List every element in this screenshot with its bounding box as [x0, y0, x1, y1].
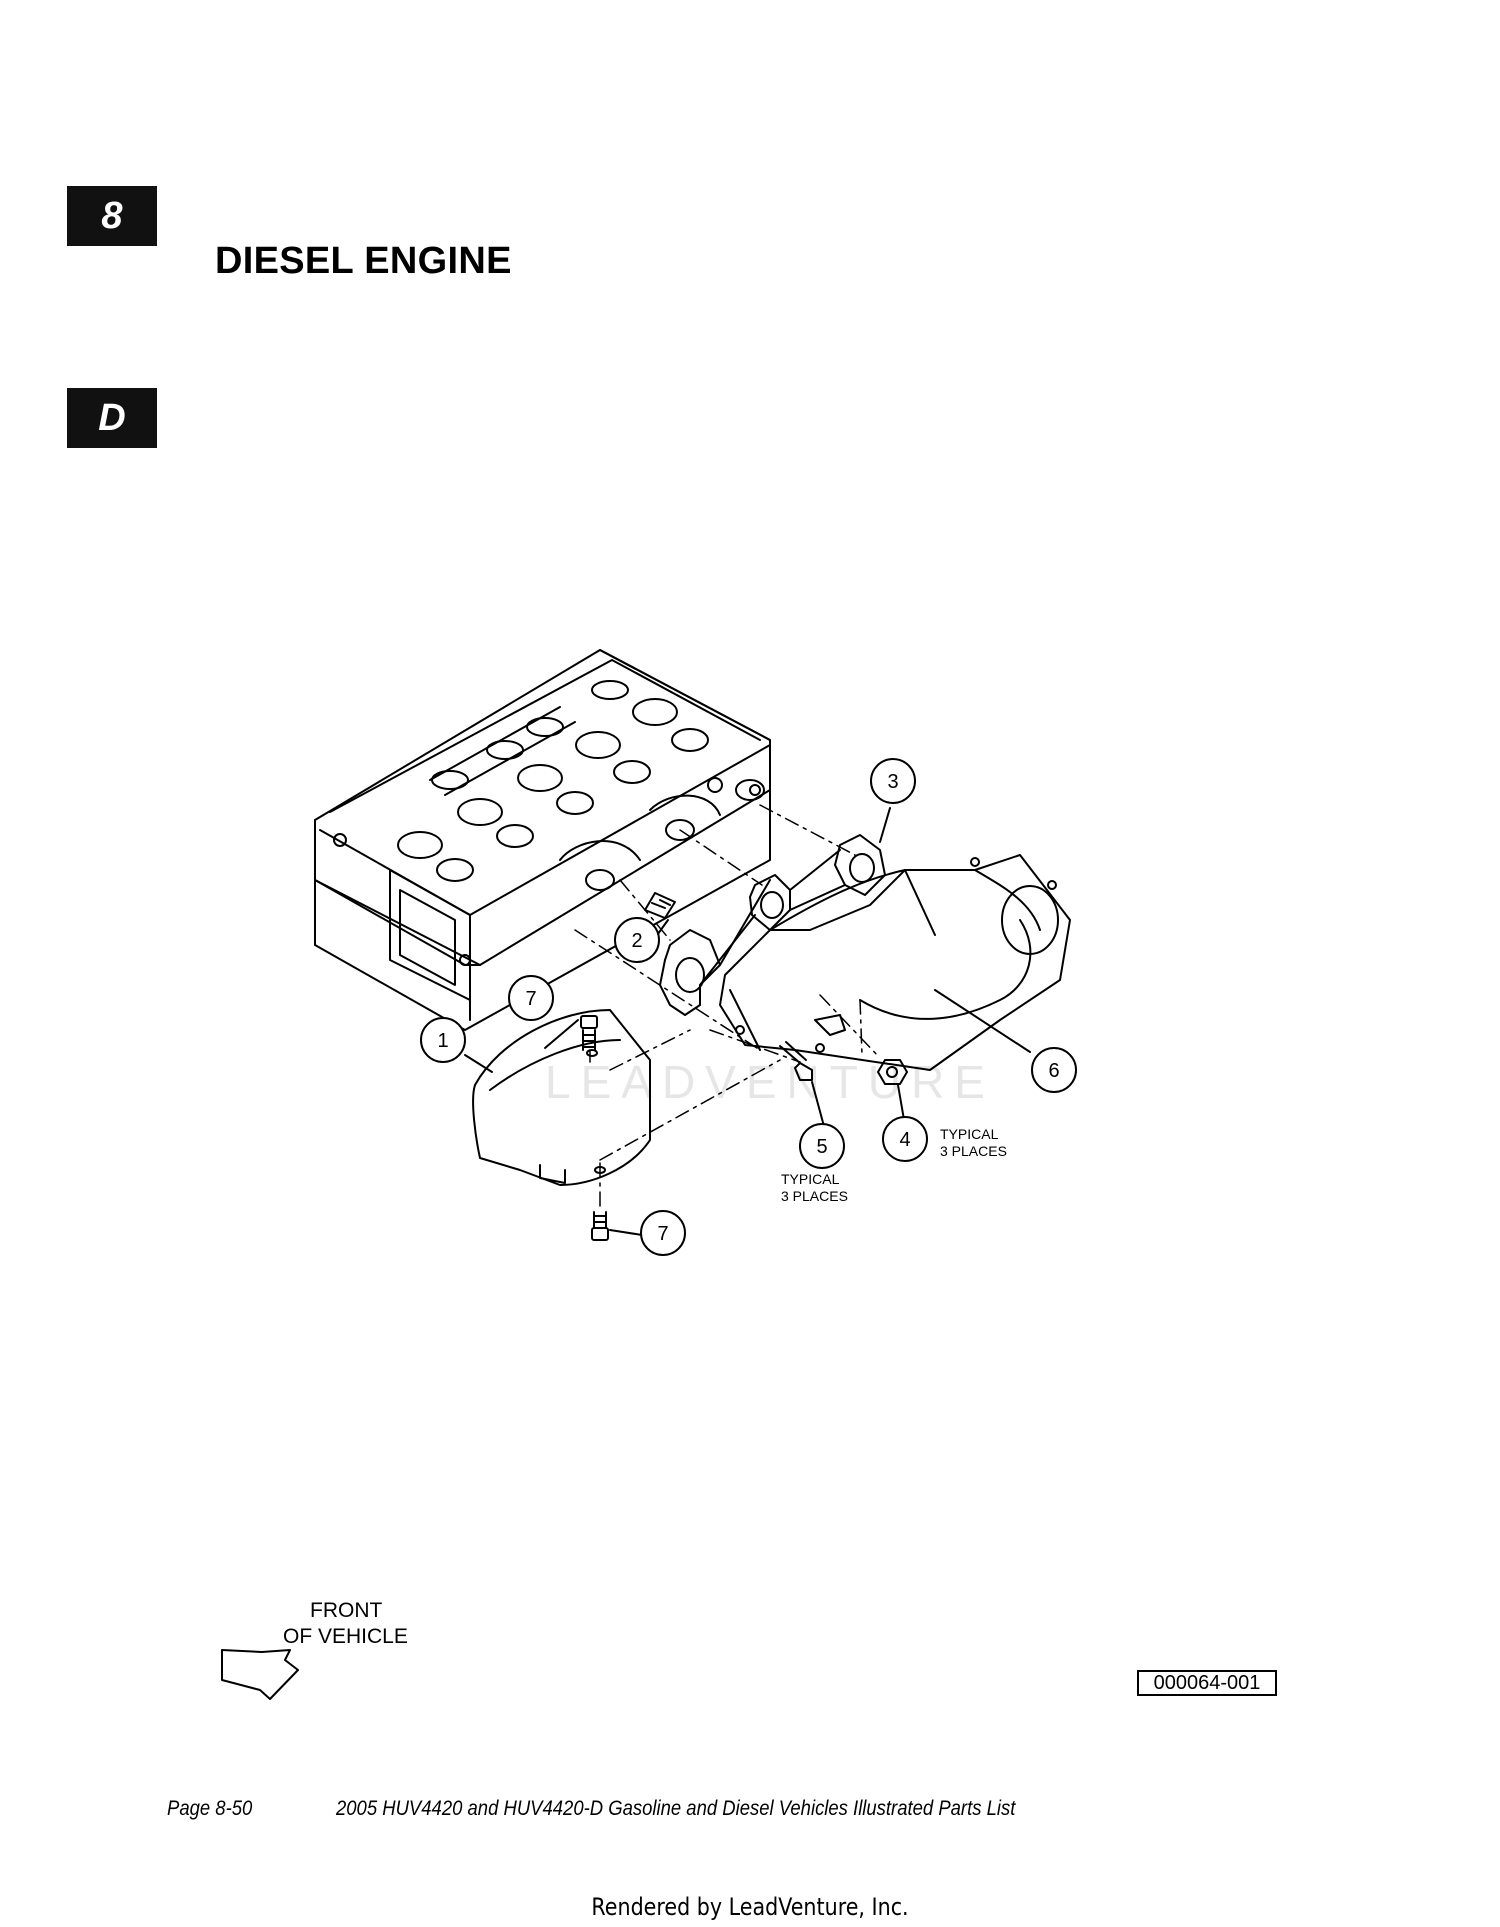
shield-bolt-lower-drawing	[591, 1211, 609, 1241]
callout-7-lower: 7	[640, 1210, 686, 1256]
front-label-line2: OF VEHICLE	[283, 1625, 408, 1648]
footer-page-number: Page 8-50	[167, 1797, 253, 1820]
section-tab: 8	[67, 186, 157, 246]
typical-note-bolt-line2: 3 PLACES	[781, 1188, 848, 1204]
callout-7-upper: 7	[508, 975, 554, 1021]
assembly-lines	[574, 804, 881, 1213]
rendered-by-credit: Rendered by LeadVenture, Inc.	[591, 1893, 909, 1921]
callout-5: 5	[799, 1123, 845, 1169]
svg-text:5: 5	[816, 1136, 827, 1158]
typical-note-bolt-line1: TYPICAL	[781, 1171, 840, 1187]
typical-note-bolt: TYPICAL 3 PLACES	[781, 1171, 848, 1205]
callout-6: 6	[1031, 1047, 1077, 1093]
page-title: DIESEL ENGINE	[215, 240, 512, 282]
figure-id: 000064-001	[1137, 1670, 1277, 1696]
svg-text:2: 2	[631, 930, 642, 952]
svg-text:7: 7	[525, 988, 536, 1010]
front-label-line1: FRONT	[310, 1599, 383, 1622]
svg-text:1: 1	[437, 1030, 448, 1052]
svg-text:4: 4	[899, 1129, 910, 1151]
svg-text:3: 3	[887, 771, 898, 793]
letter-tab: D	[67, 388, 157, 448]
cylinder-head-drawing	[314, 649, 771, 1031]
typical-note-nut-line2: 3 PLACES	[940, 1143, 1007, 1159]
typical-note-nut: TYPICAL 3 PLACES	[940, 1126, 1007, 1160]
svg-text:7: 7	[657, 1223, 668, 1245]
svg-text:6: 6	[1048, 1060, 1059, 1082]
callout-1: 1	[420, 1017, 466, 1063]
callout-3: 3	[870, 758, 916, 804]
footer-title: 2005 HUV4420 and HUV4420-D Gasoline and …	[336, 1797, 1016, 1820]
callout-4: 4	[882, 1116, 928, 1162]
exhaust-manifold-drawing	[719, 854, 1071, 1071]
manifold-gasket-drawing	[659, 834, 886, 1016]
shield-bolt-upper-drawing	[580, 1015, 598, 1051]
callout-2: 2	[614, 917, 660, 963]
heat-shield-drawing	[472, 1009, 651, 1186]
manifold-nut-drawing	[877, 1059, 908, 1085]
watermark-text: LEADVENTURE	[545, 1056, 995, 1108]
front-arrow-icon	[221, 1649, 299, 1700]
stud-drawing	[644, 892, 676, 919]
typical-note-nut-line1: TYPICAL	[940, 1126, 999, 1142]
